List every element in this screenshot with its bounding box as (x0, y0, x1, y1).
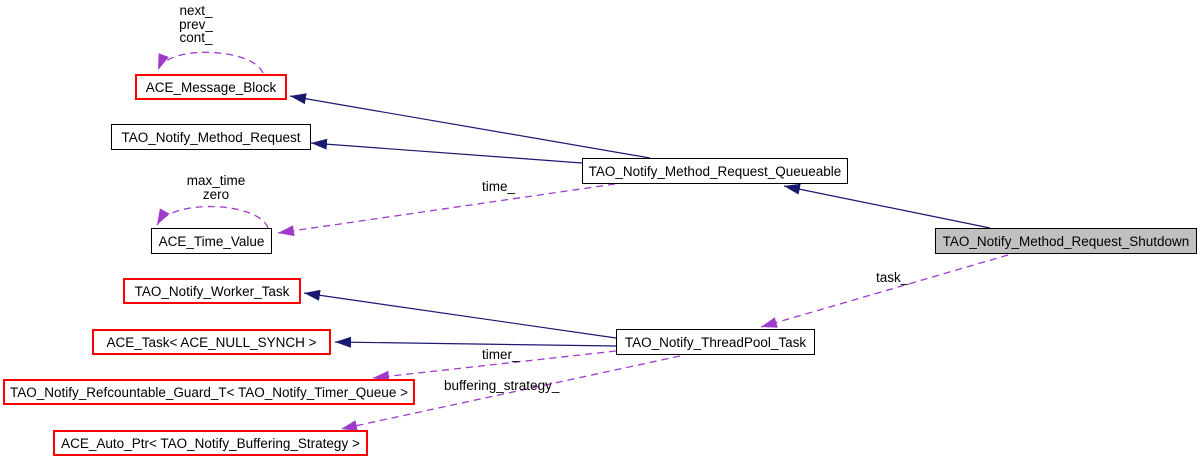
edge-label-task: task_ (876, 270, 909, 285)
edge-inheritance-threadpool-to-worker-task (303, 289, 617, 339)
node-ace-auto-ptr[interactable]: ACE_Auto_Ptr< TAO_Notify_Buffering_Strat… (53, 430, 368, 456)
edge-label-prev: prev_ (179, 16, 213, 32)
edge-inheritance-queueable-to-message-block (289, 93, 651, 159)
edge-inheritance-queueable-to-method-request (310, 138, 583, 164)
node-ace-time-value[interactable]: ACE_Time_Value (151, 228, 272, 254)
edge-usage-message-block-self-loop (157, 51, 264, 74)
node-ace-message-block[interactable]: ACE_Message_Block (135, 74, 287, 100)
edge-usage-shutdown-to-threadpool (760, 254, 1009, 328)
edge-usage-threadpool-to-refcountable-guard (372, 350, 617, 382)
edge-label-cont: cont_ (179, 30, 213, 45)
node-ace-task-ace-null-synch[interactable]: ACE_Task< ACE_NULL_SYNCH > (92, 329, 331, 355)
node-tao-notify-refcountable-guard-t[interactable]: TAO_Notify_Refcountable_Guard_T< TAO_Not… (3, 379, 415, 405)
edge-label-timer: timer_ (482, 347, 520, 362)
edge-label-zero: zero (202, 186, 230, 202)
edge-usage-threadpool-to-auto-ptr (340, 355, 681, 432)
edge-usage-time-value-self-loop (156, 205, 269, 229)
edge-label-buffering-strategy: buffering_strategy_ (444, 378, 560, 393)
edge-label-message-block-self: next_ prev_ cont_ (166, 4, 226, 45)
node-tao-notify-worker-task[interactable]: TAO_Notify_Worker_Task (123, 278, 301, 304)
edge-inheritance-threadpool-to-ace-task (334, 336, 617, 348)
edge-label-max-time: max_time (186, 173, 246, 188)
edge-usage-queueable-to-time-value (277, 183, 616, 237)
node-tao-notify-method-request-queueable[interactable]: TAO_Notify_Method_Request_Queueable (582, 158, 848, 184)
edge-label-next: next_ (179, 3, 213, 18)
edge-label-time-value-self: max_time zero (181, 174, 251, 201)
edge-label-time: time_ (482, 179, 516, 194)
node-tao-notify-method-request-shutdown: TAO_Notify_Method_Request_Shutdown (935, 228, 1197, 254)
node-tao-notify-threadpool-task[interactable]: TAO_Notify_ThreadPool_Task (616, 329, 815, 355)
node-tao-notify-method-request[interactable]: TAO_Notify_Method_Request (111, 124, 311, 150)
edge-inheritance-shutdown-to-queueable (783, 183, 991, 229)
